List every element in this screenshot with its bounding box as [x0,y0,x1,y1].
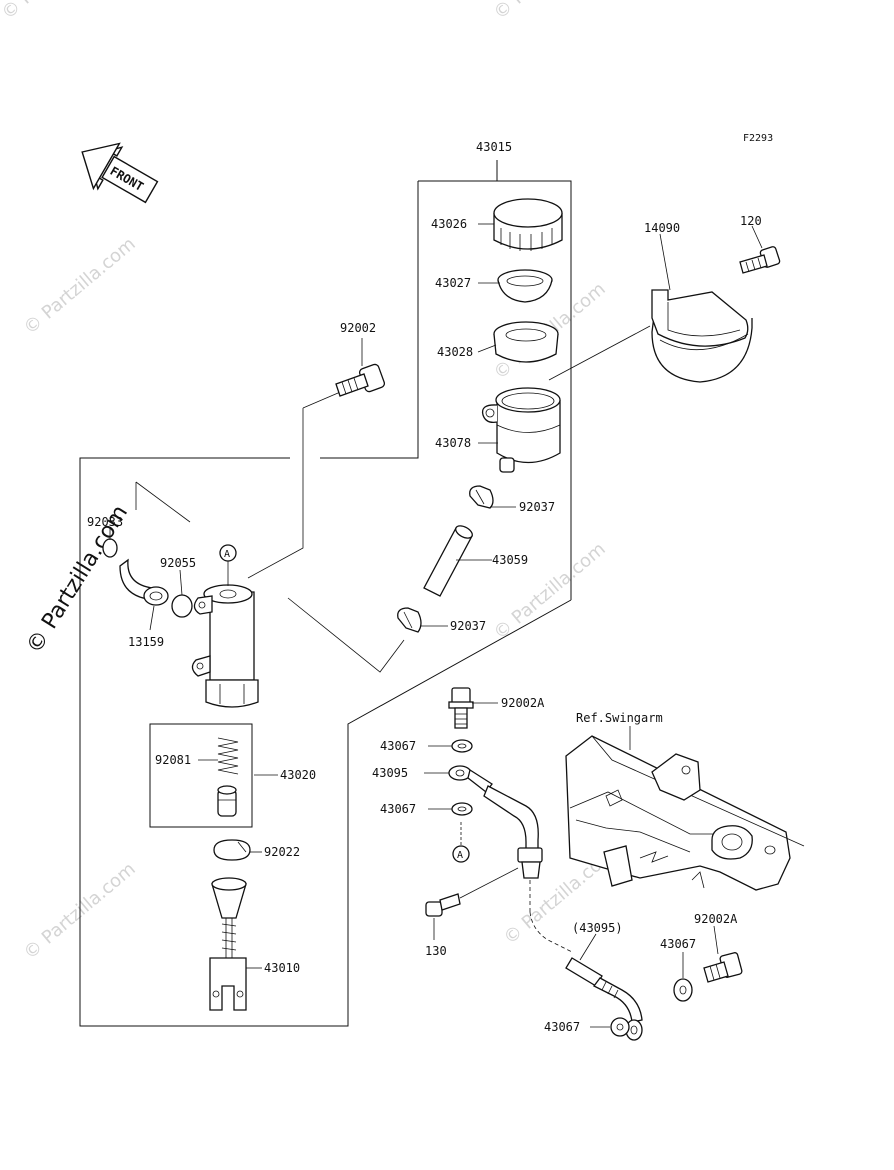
label-43095: 43095 [372,766,408,780]
figure-code: F2293 [743,133,773,144]
cover-screw [739,246,781,274]
label-43028: 43028 [437,345,473,359]
reservoir-hose [423,525,473,597]
front-arrow-icon: FRONT [81,142,159,204]
label-43095-ref: (43095) [572,921,623,935]
label-43026: 43026 [431,217,467,231]
bolt-130 [425,867,519,917]
push-rod-43010 [209,877,247,1011]
master-cylinder-body [191,584,259,708]
label-13159: 13159 [128,635,164,649]
label-92081: 92081 [155,753,191,767]
bolt-92002 [335,363,386,397]
label-43020: 43020 [280,768,316,782]
label-14090: 14090 [644,221,680,235]
washer-upper [451,739,473,753]
watermark: © Partzilla.com [20,233,140,338]
label-43027: 43027 [435,276,471,290]
reservoir-diaphragm [493,321,559,363]
frame-lines [79,160,651,1027]
reservoir-plate [497,269,553,303]
label-92033: 92033 [87,515,123,529]
label-43067-middle: 43067 [380,802,416,816]
label-92002: 92002 [340,321,376,335]
label-43078: 43078 [435,436,471,450]
piston-assembly [217,785,237,817]
label-92037-lower: 92037 [450,619,486,633]
label-92002A-lower: 92002A [694,912,738,926]
circlip-92022 [213,839,251,861]
reservoir-cover [651,289,753,383]
joint-pipe [102,538,169,606]
brake-hose-end [565,957,643,1041]
banjo-bolt-upper [448,687,474,729]
spring-92081 [217,737,239,775]
reservoir-body [481,387,561,473]
label-ref-swingarm: Ref.Swingarm [576,711,663,725]
o-ring-92055 [171,594,193,618]
washer-right [673,978,693,1002]
banjo-bolt-lower [703,952,743,983]
label-43067-bottom: 43067 [544,1020,580,1034]
leader-lines [109,223,763,1028]
label-43010: 43010 [264,961,300,975]
label-92002A-upper: 92002A [501,696,545,710]
callout-letter: A [224,549,230,560]
callout-letter: A [457,850,463,861]
label-43067-upper: 43067 [380,739,416,753]
swingarm-reference [565,726,805,891]
label-92037-upper: 92037 [519,500,555,514]
label-43059: 43059 [492,553,528,567]
label-130: 130 [425,944,447,958]
callout-a-upper: A [219,544,237,586]
brake-hose-43095 [448,765,573,953]
watermark: © Partzilla.com [490,0,610,24]
label-92022: 92022 [264,845,300,859]
label-120: 120 [740,214,762,228]
label-43015: 43015 [476,140,512,154]
watermark: © Partzilla.com [0,0,118,24]
label-92055: 92055 [160,556,196,570]
part-labels: 43015 43026 43027 43028 43078 92037 4305… [87,140,762,1034]
washer-bottom [610,1017,630,1037]
label-43067-right: 43067 [660,937,696,951]
callout-a-lower: A [452,822,470,863]
washer-middle [451,802,473,816]
hose-clamp-upper [469,485,494,509]
reservoir-cap [493,198,563,251]
hose-clamp-lower [397,607,422,633]
